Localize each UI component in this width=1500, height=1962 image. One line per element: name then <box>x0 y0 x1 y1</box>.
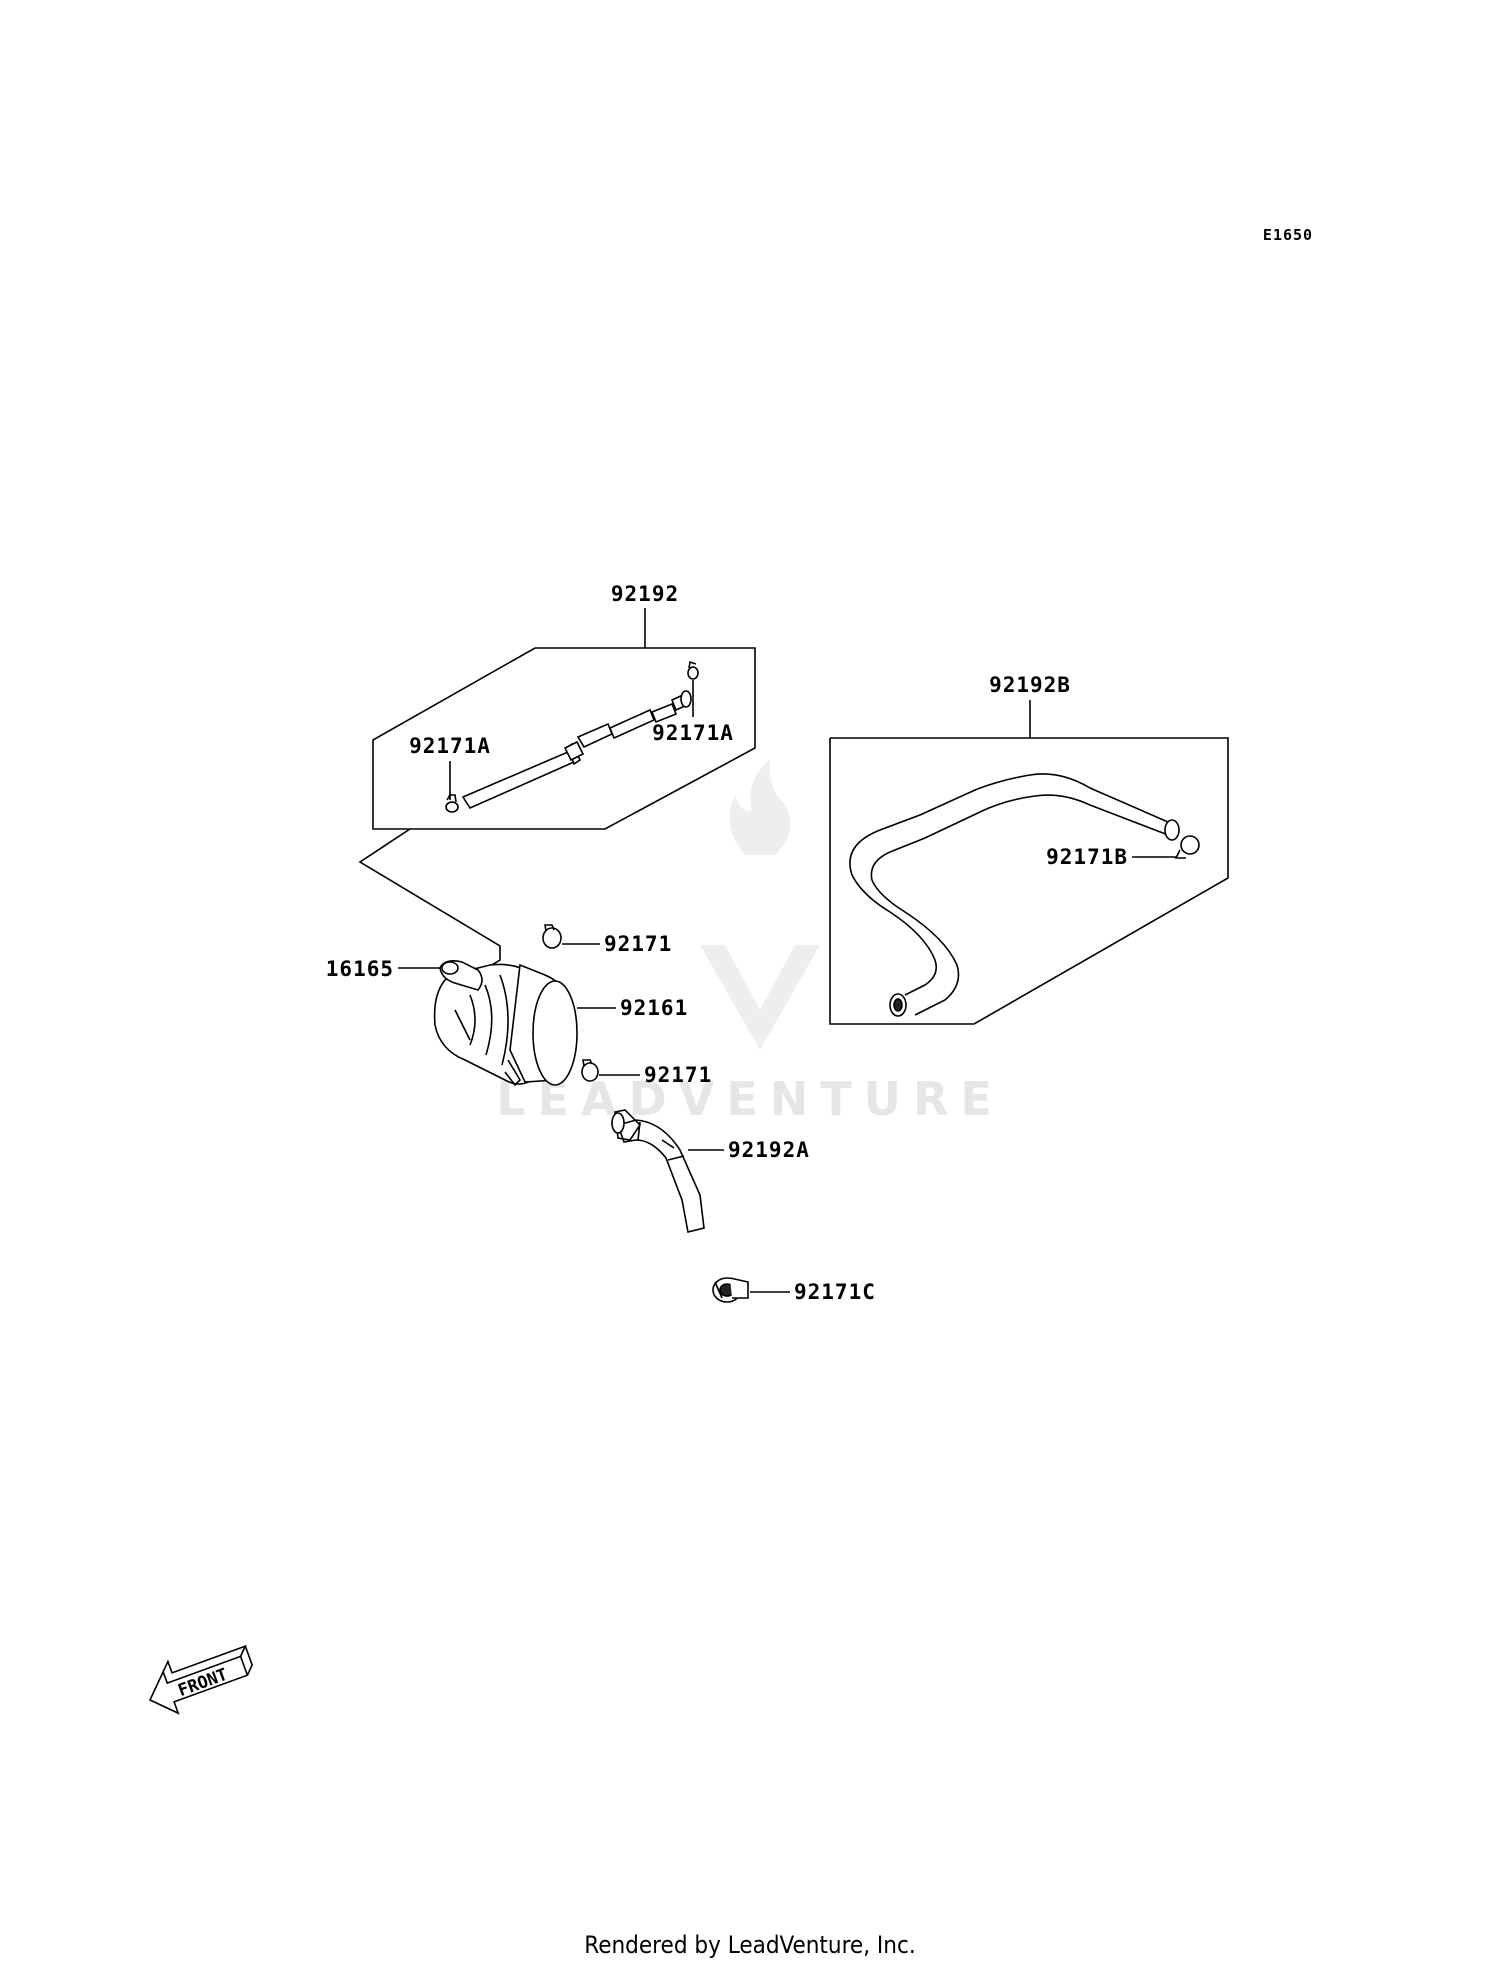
fitting-16165[interactable] <box>439 960 483 991</box>
hose-92192B[interactable] <box>849 773 1180 1017</box>
label-16165[interactable]: 16165 <box>326 957 394 981</box>
clamp-92171-bottom[interactable] <box>581 1059 599 1082</box>
watermark-text: LEADVENTURE <box>496 1072 1004 1126</box>
watermark-logo <box>700 760 820 1050</box>
front-arrow-icon: FRONT <box>148 1644 254 1715</box>
footer-text: Rendered by LeadVenture, Inc. <box>584 1931 915 1959</box>
label-92171C[interactable]: 92171C <box>794 1280 876 1304</box>
label-92171B[interactable]: 92171B <box>1046 845 1128 869</box>
pipe-92192[interactable] <box>461 690 692 810</box>
label-92171-bottom[interactable]: 92171 <box>644 1063 712 1087</box>
label-92171-top[interactable]: 92171 <box>604 932 672 956</box>
hose-92192A[interactable] <box>611 1109 705 1233</box>
label-92161[interactable]: 92161 <box>620 996 688 1020</box>
fuel-filter-92161[interactable] <box>433 963 578 1087</box>
leader-box-to-filter <box>358 828 501 967</box>
clamp-92171-top[interactable] <box>542 924 562 949</box>
clamp-92171A-right[interactable] <box>687 660 699 680</box>
clamp-92171B[interactable] <box>1174 835 1200 859</box>
diagram-code: E1650 <box>1263 226 1313 244</box>
clamp-92171C[interactable] <box>712 1277 749 1303</box>
label-92171A-right[interactable]: 92171A <box>652 721 734 745</box>
label-92192A[interactable]: 92192A <box>728 1138 810 1162</box>
group-box-92192B <box>829 737 1229 1025</box>
label-92192B[interactable]: 92192B <box>989 673 1071 697</box>
clamp-92171A-left[interactable] <box>445 794 459 813</box>
label-92171A-left[interactable]: 92171A <box>409 734 491 758</box>
label-92192[interactable]: 92192 <box>611 582 679 606</box>
